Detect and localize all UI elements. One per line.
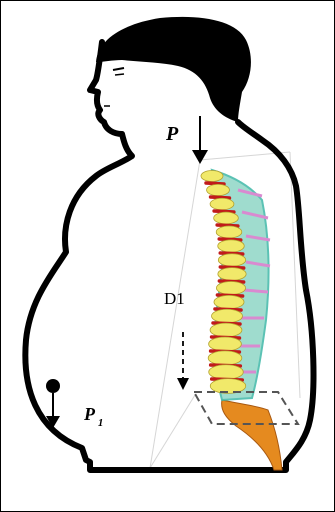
vertebra-body xyxy=(212,309,243,323)
eye xyxy=(115,74,124,75)
vertebra-body xyxy=(216,226,242,238)
intervertebral-disc xyxy=(211,197,230,198)
vertebra-body xyxy=(208,351,242,365)
vertebra-body xyxy=(207,184,230,195)
distance-label: D1 xyxy=(164,289,185,308)
vertebra-body xyxy=(210,198,234,210)
vertebra-body xyxy=(210,323,242,337)
vertebra-body xyxy=(214,295,244,308)
dashed-arrow-icon xyxy=(177,332,189,390)
vertebra-body xyxy=(218,268,246,281)
vertebra-body xyxy=(209,337,242,351)
intervertebral-disc xyxy=(206,183,224,184)
vertebra-body xyxy=(209,365,244,380)
sacrum xyxy=(222,400,282,470)
vertebra-body xyxy=(214,212,239,224)
load-label: P xyxy=(165,123,179,145)
down-arrow-icon xyxy=(192,116,208,164)
abdominal-load-letter: P xyxy=(83,404,96,424)
abdominal-load-label: P 1 xyxy=(83,404,103,429)
abdominal-load-subscript: 1 xyxy=(98,417,104,429)
vertebra-body xyxy=(216,282,245,295)
vertebra-body xyxy=(201,171,223,182)
vertebra-body xyxy=(218,254,245,267)
vertebra-body xyxy=(218,240,245,252)
body-silhouette xyxy=(25,42,313,470)
eyebrow xyxy=(113,68,124,70)
